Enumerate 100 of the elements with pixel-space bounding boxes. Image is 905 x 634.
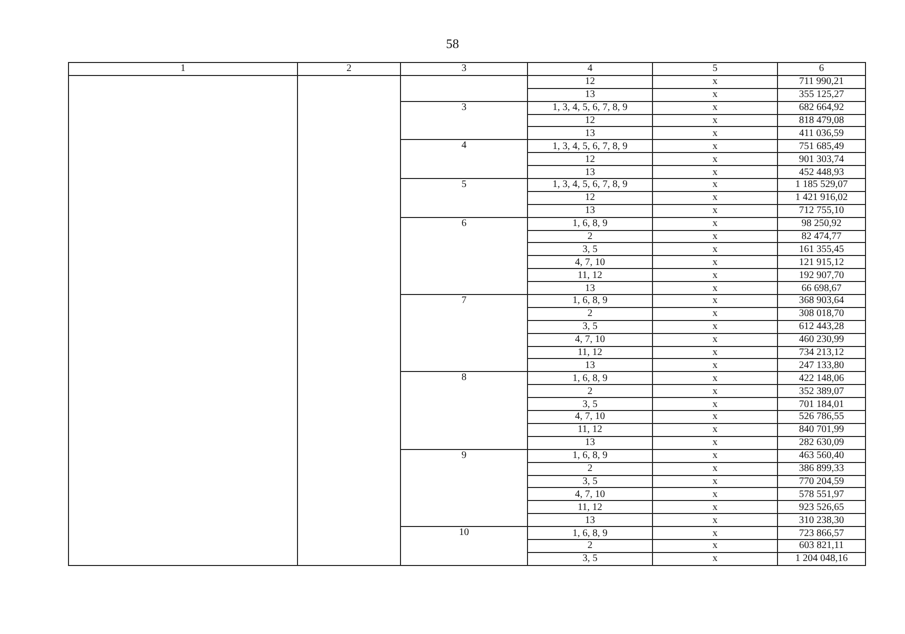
amount-value: 701 184,01 — [778, 398, 866, 411]
group-number: 10 — [400, 526, 528, 566]
cross-mark: x — [652, 178, 778, 192]
amount-value: 603 821,11 — [778, 539, 866, 552]
cross-mark: x — [652, 140, 778, 153]
code-list: 3, 5 — [528, 475, 652, 488]
group-number: 6 — [400, 217, 528, 295]
cross-mark: x — [652, 488, 778, 501]
cross-mark: x — [652, 101, 778, 114]
cross-mark: x — [652, 307, 778, 320]
code-list: 1, 6, 8, 9 — [528, 526, 652, 540]
amount-value: 1 204 048,16 — [778, 552, 866, 566]
cross-mark: x — [652, 152, 778, 166]
cross-mark: x — [652, 282, 778, 295]
code-list: 2 — [528, 307, 652, 320]
amount-value: 308 018,70 — [778, 307, 866, 320]
cross-mark: x — [652, 500, 778, 514]
amount-value: 751 685,49 — [778, 140, 866, 153]
code-list: 1, 3, 4, 5, 6, 7, 8, 9 — [528, 101, 652, 114]
amount-value: 711 990,21 — [778, 75, 866, 88]
cross-mark: x — [652, 475, 778, 488]
amount-value: 121 915,12 — [778, 256, 866, 269]
cross-mark: x — [652, 75, 778, 88]
cross-mark: x — [652, 346, 778, 359]
amount-value: 1 421 916,02 — [778, 191, 866, 204]
code-list: 13 — [528, 166, 652, 179]
code-list: 13 — [528, 204, 652, 218]
column-number: 3 — [400, 62, 528, 76]
code-list: 11, 12 — [528, 423, 652, 436]
cross-mark: x — [652, 191, 778, 204]
code-list: 1, 3, 4, 5, 6, 7, 8, 9 — [528, 140, 652, 153]
code-list: 12 — [528, 152, 652, 166]
cross-mark: x — [652, 230, 778, 243]
column-number: 2 — [298, 62, 400, 76]
code-list: 13 — [528, 358, 652, 372]
amount-value: 352 389,07 — [778, 384, 866, 398]
cross-mark: x — [652, 320, 778, 334]
cross-mark: x — [652, 384, 778, 398]
group-number: 7 — [400, 294, 528, 372]
cross-mark: x — [652, 268, 778, 282]
column-number: 1 — [68, 62, 298, 76]
column-number: 4 — [528, 62, 652, 76]
column-number: 6 — [778, 62, 866, 76]
cross-mark: x — [652, 242, 778, 256]
code-list: 11, 12 — [528, 268, 652, 282]
code-list: 4, 7, 10 — [528, 333, 652, 346]
cross-mark: x — [652, 126, 778, 140]
code-list: 4, 7, 10 — [528, 256, 652, 269]
code-list: 4, 7, 10 — [528, 488, 652, 501]
cross-mark: x — [652, 217, 778, 230]
amount-value: 82 474,77 — [778, 230, 866, 243]
amount-value: 818 479,08 — [778, 114, 866, 127]
amount-value: 310 238,30 — [778, 514, 866, 527]
group-number: 9 — [400, 449, 528, 527]
cross-mark: x — [652, 423, 778, 436]
page-number: 58 — [446, 36, 459, 52]
cross-mark: x — [652, 256, 778, 269]
code-list: 2 — [528, 230, 652, 243]
cross-mark: x — [652, 166, 778, 179]
code-list: 2 — [528, 539, 652, 552]
amount-value: 192 907,70 — [778, 268, 866, 282]
amount-value: 1 185 529,07 — [778, 178, 866, 192]
amount-value: 578 551,97 — [778, 488, 866, 501]
code-list: 12 — [528, 191, 652, 204]
code-list: 1, 3, 4, 5, 6, 7, 8, 9 — [528, 178, 652, 192]
amount-value: 460 230,99 — [778, 333, 866, 346]
cross-mark: x — [652, 358, 778, 372]
cross-mark: x — [652, 410, 778, 424]
code-list: 13 — [528, 282, 652, 295]
cross-mark: x — [652, 294, 778, 308]
amount-value: 734 213,12 — [778, 346, 866, 359]
cross-mark: x — [652, 204, 778, 218]
code-list: 11, 12 — [528, 346, 652, 359]
amount-value: 386 899,33 — [778, 462, 866, 475]
amount-value: 98 250,92 — [778, 217, 866, 230]
code-list: 2 — [528, 384, 652, 398]
cross-mark: x — [652, 333, 778, 346]
amount-value: 723 866,57 — [778, 526, 866, 540]
group-number: 3 — [400, 101, 528, 140]
code-list: 13 — [528, 436, 652, 450]
amount-value: 452 448,93 — [778, 166, 866, 179]
cross-mark: x — [652, 88, 778, 102]
code-list: 1, 6, 8, 9 — [528, 449, 652, 462]
code-list: 1, 6, 8, 9 — [528, 372, 652, 385]
cross-mark: x — [652, 398, 778, 411]
amount-value: 463 560,40 — [778, 449, 866, 462]
amount-value: 422 148,06 — [778, 372, 866, 385]
column-number: 5 — [652, 62, 778, 76]
amount-value: 770 204,59 — [778, 475, 866, 488]
group-number: 8 — [400, 372, 528, 450]
amount-value: 923 526,65 — [778, 500, 866, 514]
cross-mark: x — [652, 462, 778, 475]
amount-value: 161 355,45 — [778, 242, 866, 256]
cross-mark: x — [652, 552, 778, 566]
amount-value: 840 701,99 — [778, 423, 866, 436]
cross-mark: x — [652, 372, 778, 385]
group-number: 5 — [400, 178, 528, 218]
code-list: 1, 6, 8, 9 — [528, 217, 652, 230]
amount-value: 682 664,92 — [778, 101, 866, 114]
cross-mark: x — [652, 436, 778, 450]
